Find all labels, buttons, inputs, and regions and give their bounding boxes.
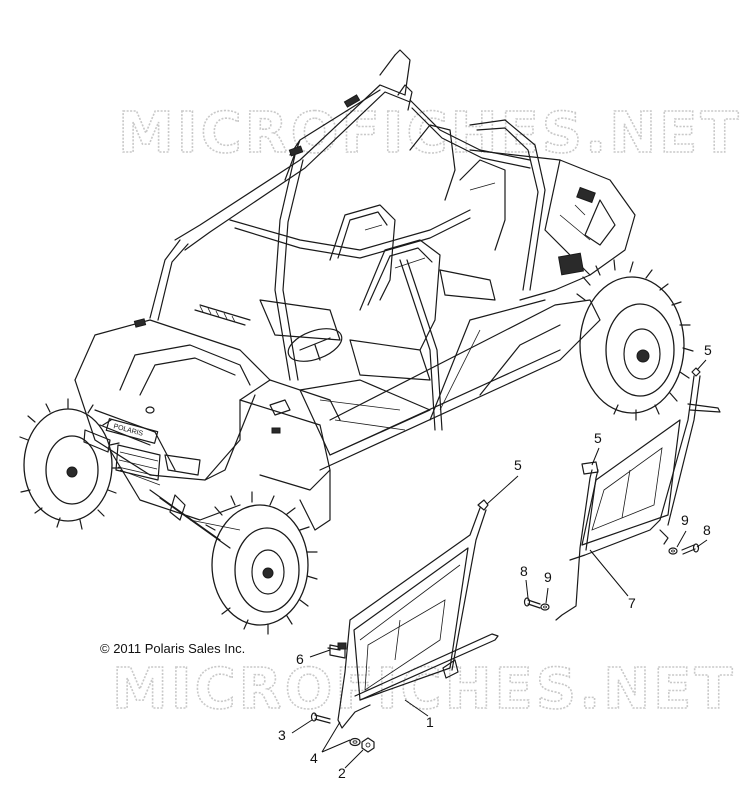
callout-2: 2: [338, 765, 346, 781]
callout-4: 4: [310, 750, 318, 766]
callout-5-front: 5: [514, 457, 522, 473]
callout-9-middle: 9: [544, 569, 552, 585]
callout-3: 3: [278, 727, 286, 743]
seats: [259, 124, 506, 381]
callout-5-rear-left: 5: [594, 430, 602, 446]
callout-8-middle: 8: [520, 563, 528, 579]
rear-door-net-assembly: [555, 367, 721, 621]
front-right-tire: [205, 491, 318, 635]
callout-8-right: 8: [703, 522, 711, 538]
callout-7: 7: [628, 595, 636, 611]
callout-9-right: 9: [681, 512, 689, 528]
hardware: [310, 543, 700, 753]
front-body: POLARIS: [74, 304, 341, 531]
roll-cage: [149, 49, 546, 431]
callouts: 5 5 5 9 8 8 9 7 6 1 3 4 2: [278, 342, 712, 781]
copyright-text: © 2011 Polaris Sales Inc.: [100, 641, 246, 656]
callout-6: 6: [296, 651, 304, 667]
rear-tire: [576, 259, 694, 421]
front-left-tire: [19, 398, 122, 530]
callout-5-rear-top: 5: [704, 342, 712, 358]
front-door-net-assembly: [329, 499, 499, 729]
vehicle-illustration: POLARIS: [19, 49, 694, 635]
callout-1: 1: [426, 714, 434, 730]
watermark-top: MICROFICHES.NET: [118, 101, 742, 166]
watermark-bottom: MICROFICHES.NET: [112, 657, 736, 722]
leader-lines: [291, 359, 708, 769]
